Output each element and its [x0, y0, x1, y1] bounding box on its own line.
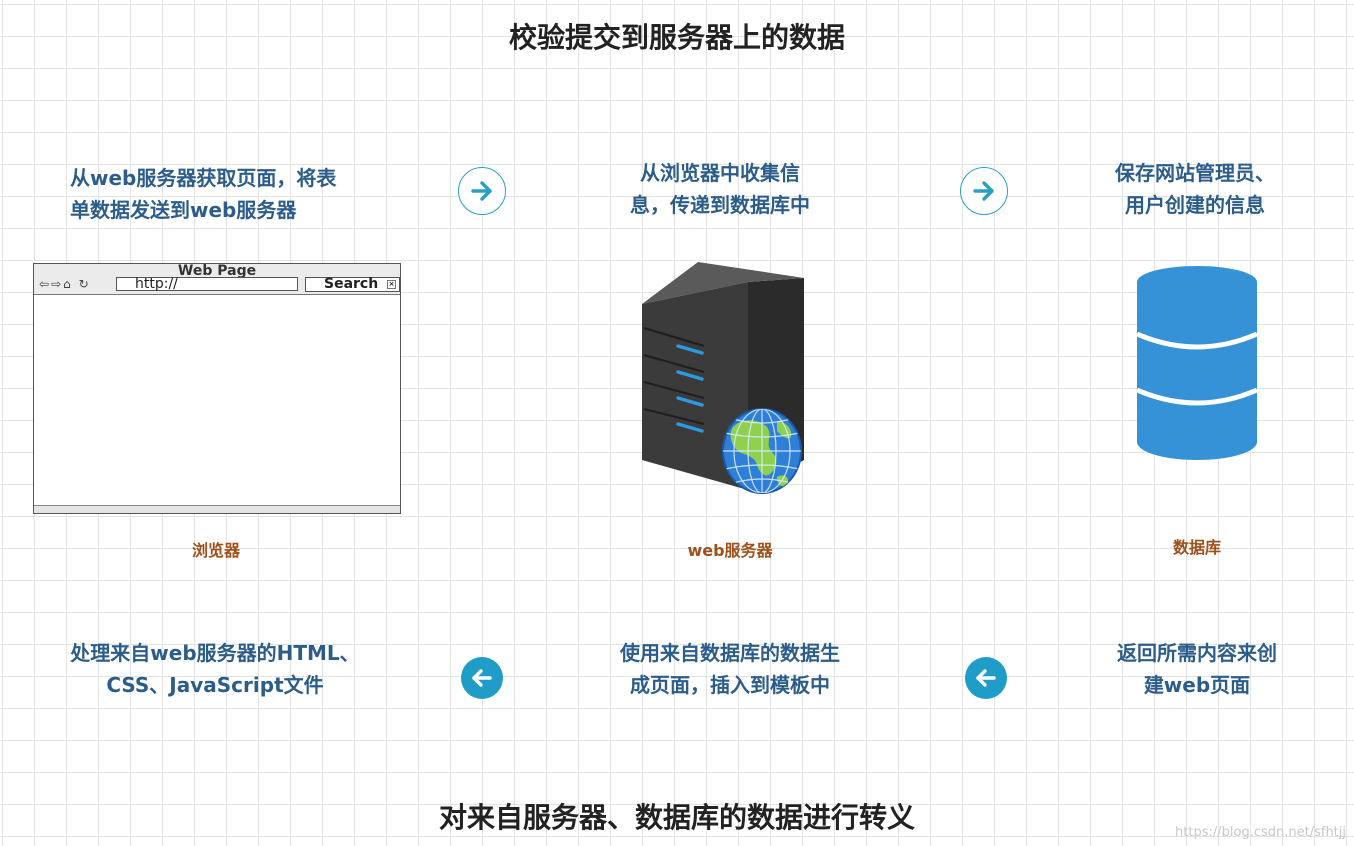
back-icon: ⇦	[39, 277, 51, 291]
browser-process-description: 处理来自web服务器的HTML、 CSS、JavaScript文件	[40, 637, 390, 701]
browser-toolbar: Web Page ⇦⇨⌂ ↻ http:// Search ×	[34, 264, 400, 295]
database-store-line-1: 保存网站管理员、	[1060, 157, 1330, 189]
reload-icon: ↻	[79, 277, 91, 291]
database-return-line-1: 返回所需内容来创	[1062, 637, 1332, 669]
browser-window-illustration: Web Page ⇦⇨⌂ ↻ http:// Search ×	[33, 263, 401, 514]
browser-search-field: Search ×	[305, 277, 400, 292]
browser-search-label: Search	[324, 276, 378, 292]
server-generate-line-2: 成页面，插入到模板中	[580, 669, 880, 701]
browser-request-line-2: 单数据发送到web服务器	[70, 194, 390, 226]
arrow-right-icon	[960, 167, 1008, 215]
search-clear-icon: ×	[387, 280, 396, 289]
watermark: https://blog.csdn.net/sfhtjj	[1175, 825, 1346, 840]
arrow-right-icon	[458, 167, 506, 215]
database-return-line-2: 建web页面	[1062, 669, 1332, 701]
browser-nav-icons: ⇦⇨⌂ ↻	[39, 277, 91, 291]
server-label: web服务器	[630, 537, 830, 561]
arrow-left-icon	[965, 657, 1007, 699]
diagram-bottom-title: 对来自服务器、数据库的数据进行转义	[0, 796, 1354, 836]
browser-label: 浏览器	[116, 537, 316, 561]
server-collect-line-2: 息，传递到数据库中	[570, 189, 870, 221]
database-label: 数据库	[1097, 534, 1297, 558]
browser-statusbar	[34, 505, 400, 513]
database-store-line-2: 用户创建的信息	[1060, 189, 1330, 221]
server-collect-line-1: 从浏览器中收集信	[570, 157, 870, 189]
forward-icon: ⇨	[51, 277, 63, 291]
diagram-title: 校验提交到服务器上的数据	[0, 16, 1354, 56]
database-icon	[1135, 264, 1259, 466]
database-store-description: 保存网站管理员、 用户创建的信息	[1060, 157, 1330, 221]
browser-process-line-1: 处理来自web服务器的HTML、	[40, 637, 390, 669]
server-generate-description: 使用来自数据库的数据生 成页面，插入到模板中	[580, 637, 880, 701]
database-return-description: 返回所需内容来创 建web页面	[1062, 637, 1332, 701]
arrow-left-icon	[461, 657, 503, 699]
home-icon: ⌂	[63, 277, 73, 291]
server-generate-line-1: 使用来自数据库的数据生	[580, 637, 880, 669]
browser-url-field: http://	[116, 277, 298, 291]
browser-request-line-1: 从web服务器获取页面，将表	[70, 162, 390, 194]
globe-icon	[721, 407, 803, 499]
browser-process-line-2: CSS、JavaScript文件	[40, 669, 390, 701]
browser-request-description: 从web服务器获取页面，将表 单数据发送到web服务器	[70, 162, 390, 226]
server-collect-description: 从浏览器中收集信 息，传递到数据库中	[570, 157, 870, 221]
